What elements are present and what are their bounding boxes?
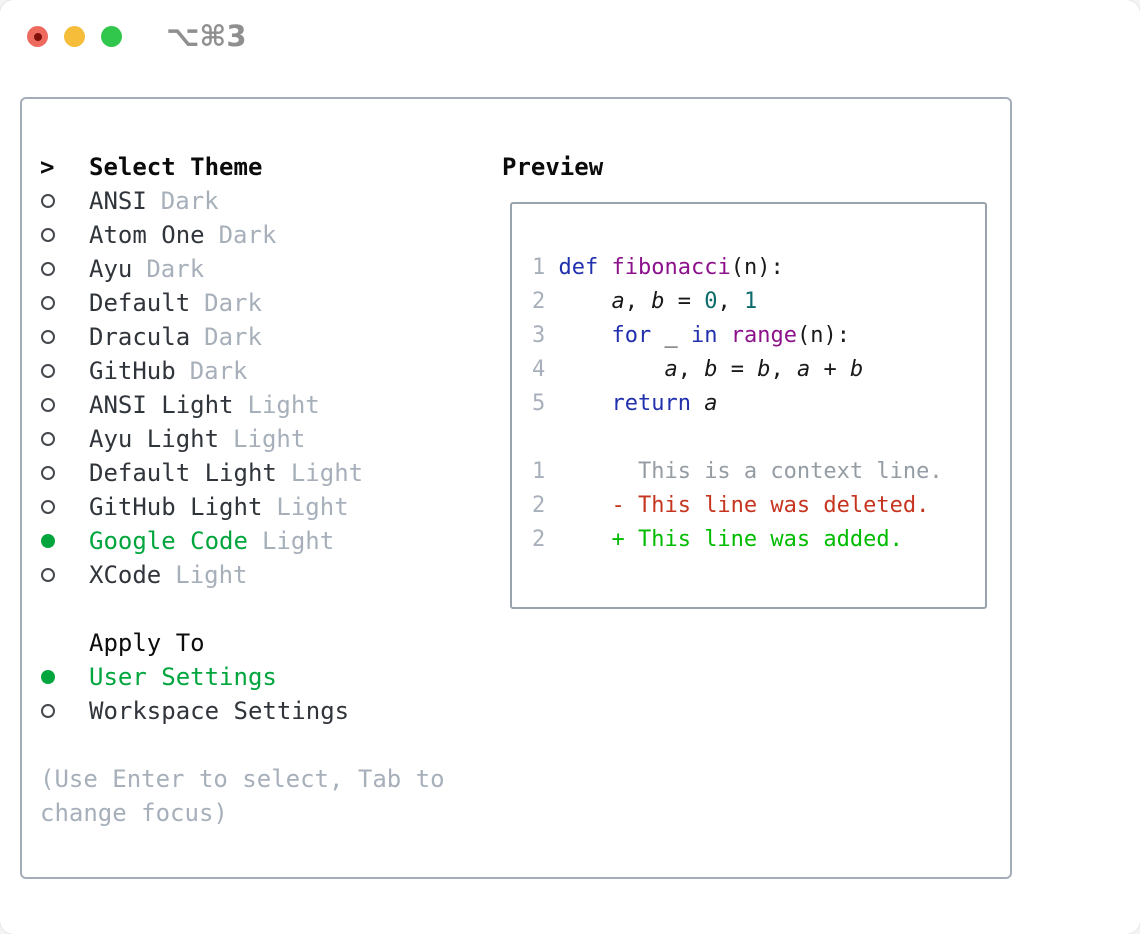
theme-option[interactable]: ANSI Light Light	[40, 388, 500, 422]
apply-to-title: Apply To	[89, 629, 205, 657]
window-shortcut-label: ⌥⌘3	[166, 19, 247, 53]
theme-name: ANSI	[89, 187, 147, 215]
theme-name: XCode	[89, 561, 162, 589]
radio-bullet-icon	[41, 262, 55, 276]
theme-option[interactable]: GitHub Light Light	[40, 490, 500, 524]
theme-option[interactable]: Default Dark	[40, 286, 500, 320]
theme-name: Ayu	[89, 255, 133, 283]
spacer	[40, 592, 500, 626]
theme-selector-panel: > Select Theme ANSI Dark Atom One Dark A…	[40, 150, 500, 830]
apply-to-label: User Settings	[89, 663, 277, 691]
spacer	[40, 728, 500, 762]
code-block: 1 def fibonacci(n): 2 a, b = 0, 1 3 for _ …	[532, 251, 985, 421]
theme-variant: Light	[175, 561, 248, 589]
theme-variant: Dark	[204, 323, 262, 351]
code-line: 1 def fibonacci(n):	[532, 255, 784, 280]
diff-line-deleted: 2 - This line was deleted.	[532, 493, 930, 518]
theme-option[interactable]: Atom One Dark	[40, 218, 500, 252]
apply-to-option[interactable]: Workspace Settings	[40, 694, 500, 728]
radio-bullet-icon	[41, 296, 55, 310]
titlebar: ⌥⌘3	[27, 19, 247, 53]
radio-bullet-icon	[41, 194, 55, 208]
code-line: 3 for _ in range(n):	[532, 323, 850, 348]
theme-name: Google Code	[89, 527, 248, 555]
help-text-line-1: (Use Enter to select, Tab to	[40, 765, 445, 793]
theme-variant: Light	[276, 493, 349, 521]
code-line: 4 a, b = b, a + b	[532, 357, 864, 382]
radio-bullet-icon	[41, 568, 55, 582]
spacer	[532, 421, 985, 455]
theme-variant: Dark	[146, 255, 205, 283]
apply-to-label: Workspace Settings	[89, 697, 350, 725]
radio-bullet-icon	[41, 670, 55, 684]
theme-name: Dracula	[89, 323, 191, 351]
theme-name: GitHub Light	[89, 493, 263, 521]
close-dot-icon	[33, 32, 42, 41]
theme-option[interactable]: ANSI Dark	[40, 184, 500, 218]
code-line: 5 return a	[532, 391, 718, 416]
apply-to-list: User Settings Workspace Settings	[40, 660, 500, 728]
preview-box: 1 def fibonacci(n): 2 a, b = 0, 1 3 for _ …	[510, 202, 987, 609]
theme-variant: Light	[290, 459, 364, 487]
theme-name: Atom One	[89, 221, 205, 249]
help-text-line-2: change focus)	[40, 799, 228, 827]
diff-block: 1 This is a context line. 2 - This line w…	[532, 455, 985, 557]
radio-bullet-icon	[41, 534, 55, 548]
theme-option[interactable]: Ayu Light Light	[40, 422, 500, 456]
zoom-button[interactable]	[101, 26, 122, 47]
theme-variant: Dark	[160, 187, 219, 215]
theme-option[interactable]: Dracula Dark	[40, 320, 500, 354]
theme-name: Default	[89, 289, 191, 317]
radio-bullet-icon	[41, 330, 55, 344]
theme-name: ANSI Light	[89, 391, 234, 419]
code-line: 2 a, b = 0, 1	[532, 289, 758, 314]
theme-variant: Dark	[218, 221, 277, 249]
preview-title: Preview	[502, 153, 604, 181]
theme-variant: Dark	[204, 289, 262, 317]
radio-bullet-icon	[41, 432, 55, 446]
apply-to-header: Apply To	[40, 626, 500, 660]
theme-name: Ayu Light	[89, 425, 220, 453]
radio-bullet-icon	[41, 228, 55, 242]
radio-bullet-icon	[41, 500, 55, 514]
theme-variant: Light	[247, 391, 320, 419]
theme-option[interactable]: GitHub Dark	[40, 354, 500, 388]
content-box: > Select Theme ANSI Dark Atom One Dark A…	[20, 97, 1012, 879]
theme-list-header: > Select Theme	[40, 150, 500, 184]
theme-option[interactable]: Google Code Light	[40, 524, 500, 558]
theme-option[interactable]: Default Light Light	[40, 456, 500, 490]
radio-bullet-icon	[41, 704, 55, 718]
radio-bullet-icon	[41, 398, 55, 412]
theme-name: Default Light	[89, 459, 277, 487]
apply-to-option[interactable]: User Settings	[40, 660, 500, 694]
theme-list: ANSI Dark Atom One Dark Ayu Dark Default…	[40, 184, 500, 592]
theme-name: GitHub	[89, 357, 176, 385]
theme-option[interactable]: Ayu Dark	[40, 252, 500, 286]
theme-variant: Light	[233, 425, 306, 453]
theme-variant: Dark	[189, 357, 248, 385]
diff-line-context: 1 This is a context line.	[532, 459, 943, 484]
theme-variant: Light	[261, 527, 335, 555]
selection-caret-icon: >	[40, 153, 55, 181]
radio-bullet-icon	[41, 466, 55, 480]
close-button[interactable]	[27, 26, 48, 47]
theme-panel-title: Select Theme	[89, 153, 263, 181]
theme-option[interactable]: XCode Light	[40, 558, 500, 592]
radio-bullet-icon	[41, 364, 55, 378]
minimize-button[interactable]	[64, 26, 85, 47]
diff-line-added: 2 + This line was added.	[532, 527, 903, 552]
